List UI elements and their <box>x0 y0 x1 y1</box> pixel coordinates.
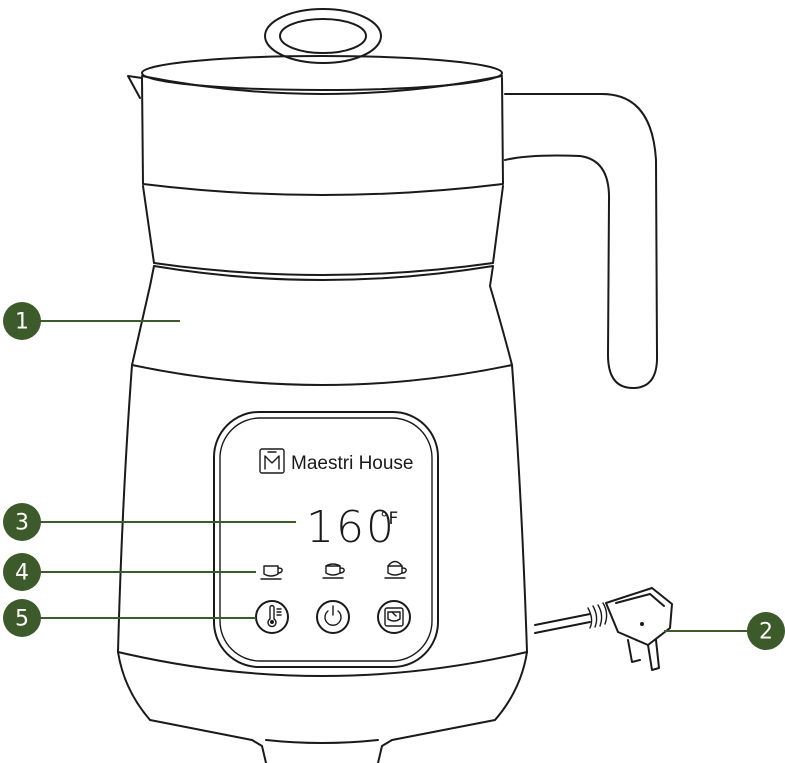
callout-3: 3 <box>3 503 296 541</box>
jug-body <box>142 78 503 275</box>
power-icon <box>325 606 341 625</box>
cappuccino-icon <box>385 608 403 626</box>
callout-5: 5 <box>3 599 256 637</box>
plug <box>606 588 672 670</box>
latte-cup-icon <box>323 564 344 578</box>
base-upper-band <box>132 266 512 385</box>
foam-cup-icon <box>385 562 406 579</box>
cappuccino-button[interactable] <box>378 601 410 633</box>
callout-4: 4 <box>3 553 256 591</box>
power-cord <box>535 603 607 633</box>
callout-number: 2 <box>759 620 773 645</box>
brand-name: Maestri House <box>291 453 414 474</box>
callout-number: 5 <box>15 607 29 632</box>
callout-number: 1 <box>15 310 29 335</box>
power-button[interactable] <box>317 601 349 633</box>
base-body <box>118 365 527 763</box>
temperature-button[interactable] <box>256 601 288 633</box>
lid-knob <box>265 9 381 63</box>
handle <box>505 94 657 388</box>
cup-icon <box>261 566 282 579</box>
maestri-house-logo-icon <box>260 449 284 473</box>
callout-2: 2 <box>664 612 785 650</box>
temperature-unit: °F <box>380 509 398 529</box>
callout-1: 1 <box>3 302 180 340</box>
callout-number: 4 <box>15 561 29 586</box>
thermometer-icon <box>268 606 281 627</box>
callout-number: 3 <box>15 511 29 536</box>
